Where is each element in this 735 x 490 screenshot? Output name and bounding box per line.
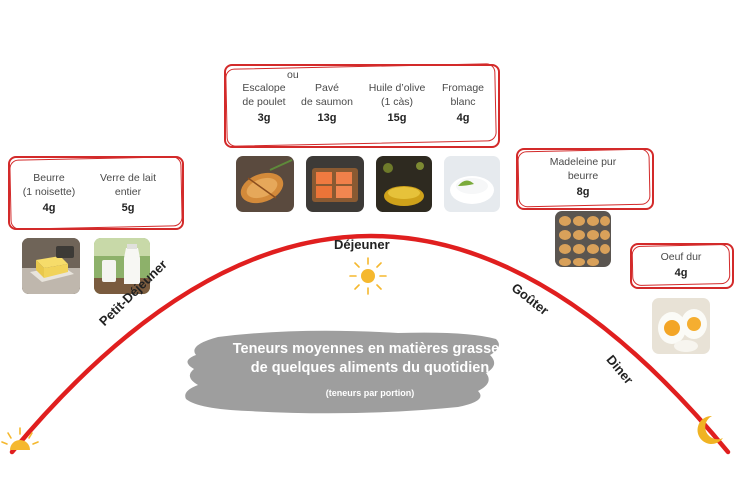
food-item-beurre: Beurre (1 noisette) 4g [18, 171, 80, 215]
dejeuner-box [224, 64, 500, 148]
petit-dejeuner-box [8, 156, 184, 230]
food-name-detail: entier [114, 186, 142, 198]
madeleines-photo [555, 211, 611, 267]
food-name-detail: de poulet [242, 96, 286, 108]
sun-icon [349, 257, 387, 295]
meal-label-dejeuner: Déjeuner [334, 237, 390, 252]
food-fat-value: 15g [387, 112, 407, 124]
food-item-lait: Verre de lait entier 5g [90, 171, 166, 215]
choice-or-label: ou [287, 69, 299, 81]
chicken-photo [236, 156, 294, 212]
food-name: Pavé [315, 82, 339, 94]
food-name: Verre de lait [99, 172, 157, 184]
food-fat-value: 4g [674, 267, 688, 279]
food-name: Huile d’olive [368, 82, 426, 94]
food-name: Escalope [242, 82, 286, 94]
salmon-photo [306, 156, 364, 212]
food-name: Beurre [33, 172, 65, 184]
food-name: Oeuf dur [660, 251, 702, 263]
title-brush-background [185, 330, 499, 414]
diner-box [630, 243, 734, 289]
chart-subtitle: (teneurs par portion) [325, 388, 415, 398]
title-line-2: de quelques aliments du quotidien [250, 360, 490, 376]
food-name-detail: beurre [567, 170, 599, 182]
food-name-detail: blanc [450, 96, 476, 108]
boiled-egg-photo [652, 298, 710, 354]
gouter-box [516, 148, 654, 210]
food-fat-value: 13g [317, 112, 337, 124]
food-fat-value: 8g [576, 186, 590, 198]
moon-icon [697, 415, 723, 444]
food-item-huile: Huile d’olive (1 càs) 15g [362, 81, 432, 125]
milk-photo [94, 238, 150, 294]
food-name: Madeleine pur [549, 156, 617, 168]
food-item-madeleine: Madeleine pur beurre 8g [528, 155, 638, 199]
olive-oil-photo [376, 156, 432, 212]
butter-photo [22, 238, 80, 294]
food-name-detail: de saumon [301, 96, 353, 108]
food-item-escalope: Escalope de poulet 3g [236, 81, 292, 125]
food-item-oeuf: Oeuf dur 4g [640, 250, 722, 280]
food-fat-value: 5g [121, 202, 135, 214]
fromage-blanc-photo [444, 156, 500, 212]
food-fat-value: 4g [456, 112, 470, 124]
food-fat-value: 3g [257, 112, 271, 124]
food-name-detail: (1 noisette) [22, 186, 76, 198]
food-name-detail: (1 càs) [380, 96, 414, 108]
sunrise-icon [1, 427, 39, 450]
food-fat-value: 4g [42, 202, 56, 214]
chart-title: Teneurs moyennes en matières grasses de … [205, 340, 535, 378]
food-item-saumon: Pavé de saumon 13g [296, 81, 358, 125]
food-name: Fromage [441, 82, 484, 94]
food-item-fromage: Fromage blanc 4g [436, 81, 490, 125]
title-line-1: Teneurs moyennes en matières grasses [232, 341, 508, 357]
